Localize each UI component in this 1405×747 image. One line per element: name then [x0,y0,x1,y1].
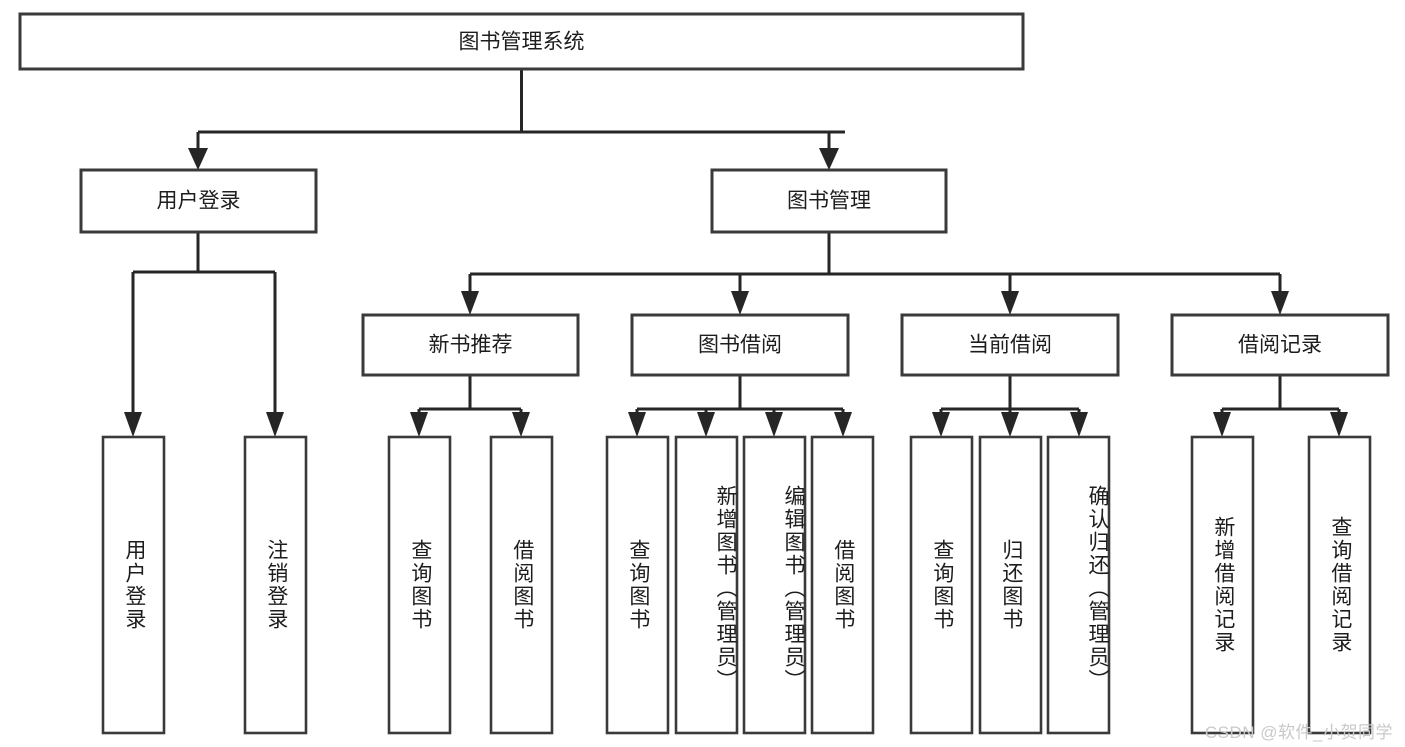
node-book-manage-box[interactable] [710,168,948,234]
node-book-borrow-box[interactable] [630,313,850,377]
node-book-borrow-label: 图书借阅 [698,334,782,357]
leaf-box-add-record[interactable] [1190,435,1255,735]
arrow-head-leaf-borrow-book [834,412,852,437]
arrow-head-leaf-edit-book [765,412,783,437]
arrow-head-book-borrow [731,291,749,315]
arrow-head-current-borrow [1001,291,1019,315]
leaf-box-borrow-book[interactable] [810,435,875,735]
leaf-box-add-book[interactable] [674,435,739,735]
node-user-login-box[interactable] [79,168,318,234]
node-borrow-record-label: 借阅记录 [1238,334,1322,357]
node-root-label: 图书管理系统 [459,31,585,54]
leaf-box-logout-login[interactable] [243,435,308,735]
node-current-borrow[interactable]: 当前借阅 [900,313,1120,377]
arrow-head-leaf-logout-login [266,412,284,437]
node-root[interactable]: 图书管理系统 [18,12,1025,71]
node-new-book-recommend-label: 新书推荐 [429,334,513,357]
node-borrow-record[interactable]: 借阅记录 [1170,313,1390,377]
arrow-head-leaf-return-book [1001,412,1019,437]
node-book-borrow[interactable]: 图书借阅 [630,313,850,377]
node-current-borrow-label: 当前借阅 [968,334,1052,357]
leaf-box-confirm-return[interactable] [1046,435,1111,735]
node-current-borrow-box[interactable] [900,313,1120,377]
node-new-book-recommend[interactable]: 新书推荐 [361,313,580,377]
leaf-box-query-record[interactable] [1307,435,1372,735]
leaf-box-edit-book[interactable] [742,435,807,735]
arrow-head-leaf-confirm-return [1070,412,1088,437]
arrow-head-leaf-query-book-rec [410,412,428,437]
arrow-head-new-book-recommend [461,291,479,315]
node-user-login[interactable]: 用户登录 [79,168,318,234]
arrow-head-leaf-add-record [1213,412,1231,437]
node-book-manage[interactable]: 图书管理 [710,168,948,234]
leaf-box-query-book-rec[interactable] [387,435,452,735]
leaf-box-borrow-book-rec[interactable] [489,435,554,735]
arrow-head-borrow-record [1271,291,1289,315]
leaf-box-query-book-borrow[interactable] [605,435,670,735]
arrow-head-leaf-add-book [697,412,715,437]
arrow-head-user-login [188,148,208,170]
arrow-head-leaf-query-book-borrow [628,412,646,437]
connector-layer [124,69,1348,437]
leaf-box-query-book-cur[interactable] [909,435,974,735]
arrow-head-leaf-user-login [124,412,142,437]
node-new-book-recommend-box[interactable] [361,313,580,377]
leaf-box-user-login[interactable] [101,435,166,735]
leaf-box-return-book[interactable] [978,435,1043,735]
arrow-head-leaf-query-record [1330,412,1348,437]
arrow-head-book-manage [819,148,839,170]
node-root-box[interactable] [18,12,1025,71]
leaf-box-layer [101,435,1372,735]
arrow-head-leaf-query-book-cur [932,412,950,437]
node-borrow-record-box[interactable] [1170,313,1390,377]
arrow-head-leaf-borrow-book-rec [512,412,530,437]
node-user-login-label: 用户登录 [157,190,241,213]
node-book-manage-label: 图书管理 [787,190,871,213]
